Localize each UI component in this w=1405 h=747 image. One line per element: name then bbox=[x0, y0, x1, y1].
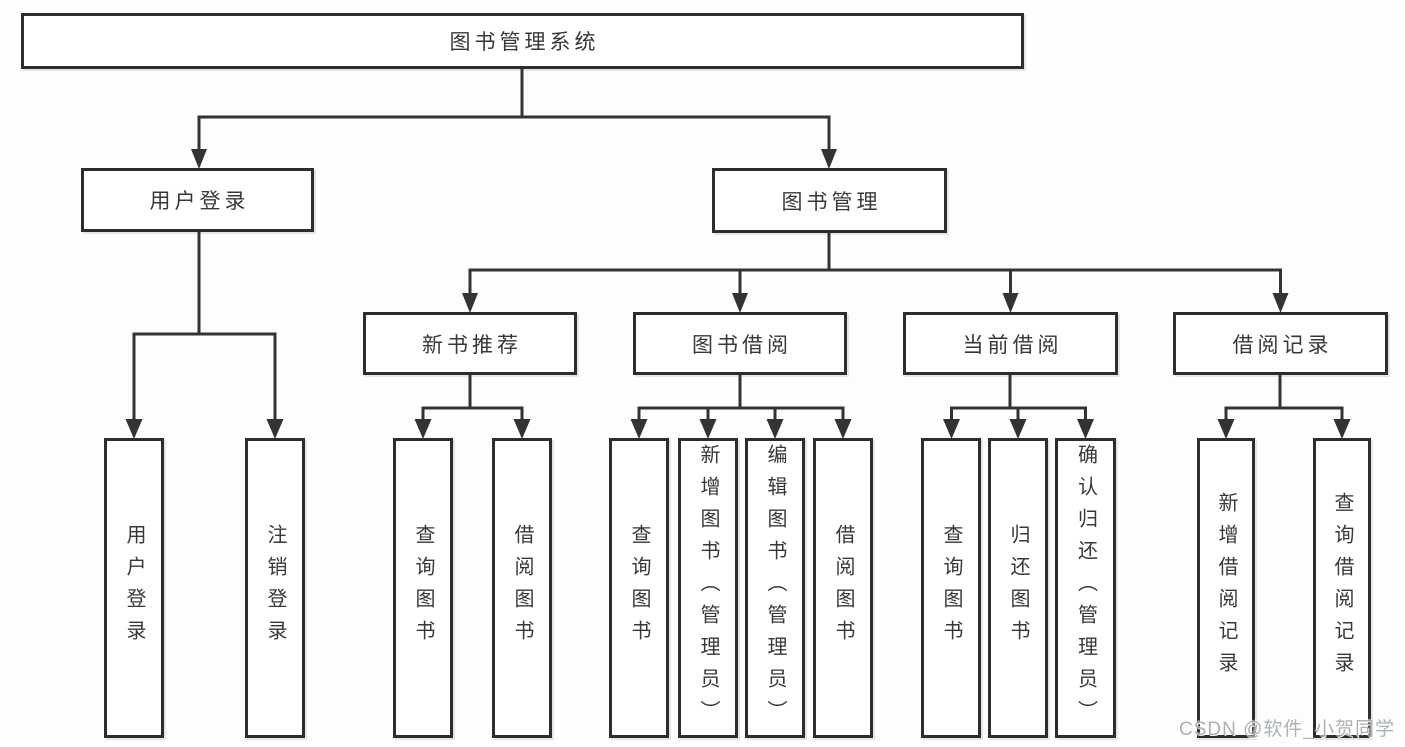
connector-bookmgmt-to-modules bbox=[468, 233, 1282, 294]
leaf-return-book: 归还图书 bbox=[988, 438, 1048, 738]
connector-borrowing-to-leaves bbox=[637, 375, 845, 420]
leaf-borrow-books-borrowing: 借阅图书 bbox=[813, 438, 873, 738]
csdn-watermark: CSDN @软件_小贺同学 bbox=[1179, 719, 1395, 740]
node-current-borrowing: 当前借阅 bbox=[903, 312, 1118, 375]
leaf-logout-login: 注销登录 bbox=[245, 438, 305, 738]
leaf-query-books-borrowing: 查询图书 bbox=[609, 438, 669, 738]
leaf-query-books-current: 查询图书 bbox=[921, 438, 981, 738]
leaf-edit-book-admin: 编辑图书（管理员） bbox=[745, 438, 805, 738]
leaf-borrow-books-recommend: 借阅图书 bbox=[492, 438, 552, 738]
connector-recommend-to-leaves bbox=[421, 375, 524, 420]
connector-current-to-leaves bbox=[950, 375, 1087, 420]
leaf-confirm-return-admin: 确认归还（管理员） bbox=[1055, 438, 1116, 738]
leaf-user-login: 用户登录 bbox=[104, 438, 164, 738]
node-book-borrowing: 图书借阅 bbox=[633, 312, 847, 375]
connector-root-to-branches bbox=[197, 69, 831, 150]
node-new-book-recommend: 新书推荐 bbox=[363, 312, 577, 375]
connector-records-to-leaves bbox=[1224, 375, 1344, 420]
leaf-add-borrow-record: 新增借阅记录 bbox=[1197, 438, 1255, 738]
node-borrowing-records: 借阅记录 bbox=[1173, 312, 1388, 375]
connector-userlogin-to-leaves bbox=[132, 232, 277, 420]
node-root-system: 图书管理系统 bbox=[21, 13, 1024, 69]
leaf-query-borrow-record: 查询借阅记录 bbox=[1313, 438, 1371, 738]
leaf-query-books-recommend: 查询图书 bbox=[393, 438, 453, 738]
node-book-management: 图书管理 bbox=[712, 168, 947, 233]
leaf-add-book-admin: 新增图书（管理员） bbox=[678, 438, 738, 738]
node-user-login: 用户登录 bbox=[81, 168, 314, 232]
